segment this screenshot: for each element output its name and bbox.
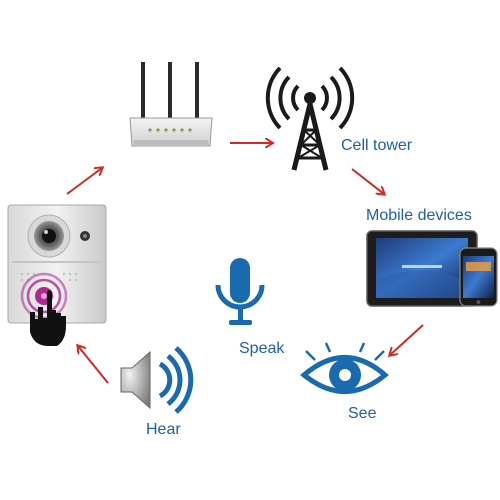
router-icon bbox=[129, 62, 213, 147]
label-cell-tower: Cell tower bbox=[341, 137, 413, 154]
label-speak: Speak bbox=[239, 340, 285, 357]
arrow-mobile-to-see bbox=[390, 324, 424, 355]
arrow-doorbell-to-router bbox=[66, 168, 102, 195]
label-hear: Hear bbox=[146, 421, 181, 438]
hand-icon bbox=[30, 290, 66, 346]
eye-icon bbox=[300, 342, 389, 394]
speaker-icon bbox=[120, 346, 194, 414]
flow-arrows bbox=[66, 143, 424, 384]
cell-tower-icon bbox=[265, 66, 355, 171]
phone-icon bbox=[459, 247, 498, 307]
doorbell-icon bbox=[7, 204, 107, 324]
arrow-hear-to-doorbell bbox=[78, 346, 109, 384]
microphone-icon bbox=[215, 258, 265, 325]
arrow-tower-to-mobile bbox=[351, 168, 384, 194]
tablet-icon bbox=[366, 230, 478, 307]
label-see: See bbox=[348, 405, 377, 422]
label-mobile-devices: Mobile devices bbox=[366, 207, 472, 224]
